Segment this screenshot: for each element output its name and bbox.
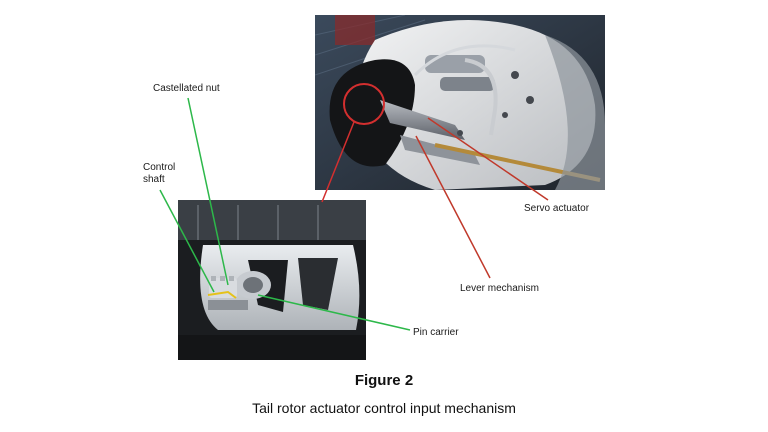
mechanism-closeup-photo — [178, 200, 366, 360]
castellated-nut-label: Castellated nut — [153, 83, 220, 94]
figure-number: Figure 2 — [354, 372, 414, 389]
actuator-overview-photo — [315, 15, 605, 190]
actuator-overview-illustration — [315, 15, 605, 190]
lever-mechanism-label: Lever mechanism — [460, 283, 539, 294]
mechanism-closeup-illustration — [178, 200, 366, 360]
control-shaft-label: Control shaft — [143, 162, 176, 185]
pin-carrier-label: Pin carrier — [413, 327, 459, 338]
figure-caption: Tail rotor actuator control input mechan… — [252, 400, 516, 416]
servo-actuator-label: Servo actuator — [524, 203, 590, 214]
